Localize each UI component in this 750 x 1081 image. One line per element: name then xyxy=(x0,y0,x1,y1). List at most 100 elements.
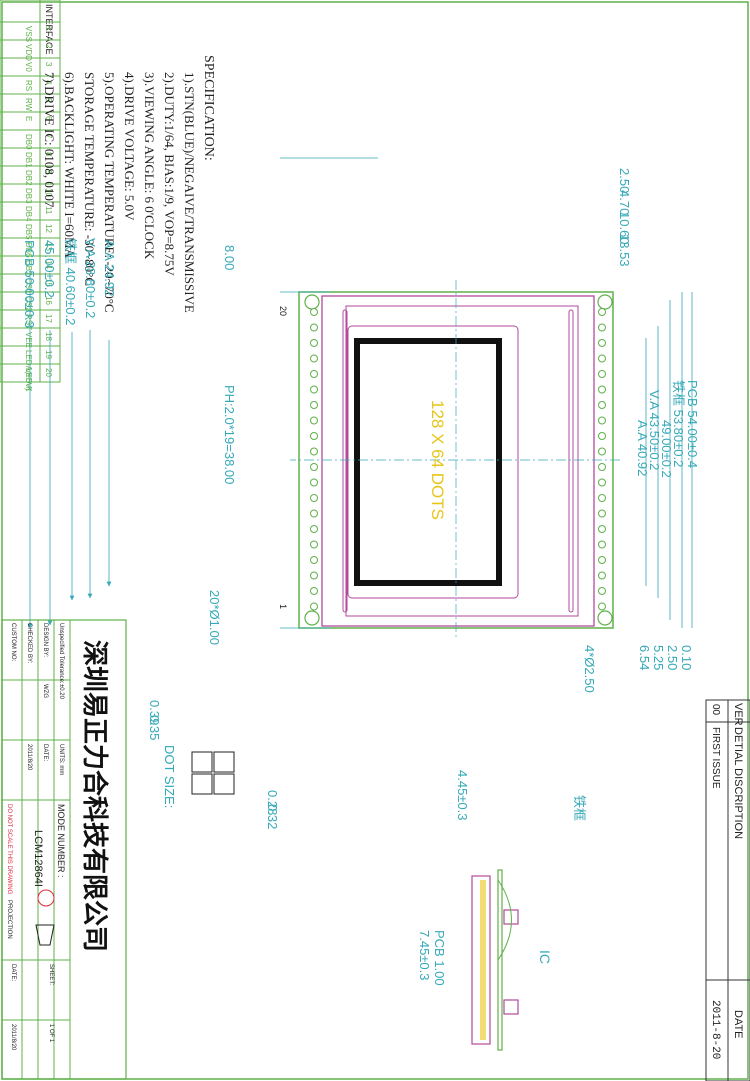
dim-13-53: 13.53 xyxy=(617,234,632,267)
tb-sheet-value: 1 OF 1 xyxy=(48,1024,54,1043)
tb-mode-value: LCM12864I xyxy=(32,830,44,887)
pin-hole xyxy=(598,447,606,456)
spec-item: 4).DRIVE VOLTAGE: 5.0V xyxy=(122,72,137,221)
tb-date2-value: 2011/8/20 xyxy=(10,1024,16,1051)
front-view: 20 1 128 X 64 DOTS xyxy=(278,280,620,640)
dim-pitch: PH:2.0*19=38.00 xyxy=(222,385,237,484)
pin-hole xyxy=(310,370,318,378)
viewing-area xyxy=(347,325,519,599)
interface-pin-no: 4 xyxy=(44,80,53,85)
dim-5-25: 5.25 xyxy=(651,645,666,670)
side-7-45: 7.45±0.3 xyxy=(417,930,432,981)
dot-size-detail: 0.39 0.35 0.28 0.32 DOT SIZE: xyxy=(147,700,280,829)
pin-hole xyxy=(310,323,318,332)
dim-b-2-50: 2.50 xyxy=(665,645,680,670)
dim-pcb-height: PCB 54.00±0.4 xyxy=(685,380,700,468)
spec-item: 3).VIEWING ANGLE: 6 0'CLOCK xyxy=(142,72,157,260)
spec-item: STORAGE TEMPERATURE: -30~80°C xyxy=(82,72,97,286)
dim-8-00: 8.00 xyxy=(222,245,237,270)
dim-6-54: 6.54 xyxy=(637,645,652,670)
rev-desc-header: DETIAL DISCRIPTION xyxy=(732,727,744,839)
specification-block: SPECIFICATION: 1).STN(BLUE)/NEGAIVE/TRAN… xyxy=(42,55,216,313)
dim-frame-inner-height: 49.00±0.2 xyxy=(659,420,674,478)
company-name: 深圳易正力合科技有限公司 xyxy=(80,640,110,952)
pin-hole xyxy=(598,587,606,595)
interface-pin-name: LEDA(+5V) xyxy=(24,350,33,391)
tb-design-label: DESIGN BY: xyxy=(42,623,48,657)
pin-hole xyxy=(598,602,606,611)
interface-header: INTERFACE xyxy=(44,4,54,55)
tb-no-scale: DO NOT SCALE THIS DRAWING xyxy=(6,804,12,895)
interface-pin-name: DB1 xyxy=(24,152,33,168)
dim-frame-outer-width: 45.00±0.2 xyxy=(42,240,57,298)
pin-hole xyxy=(310,556,318,564)
pin-hole xyxy=(598,571,606,580)
interface-pin-no: 14 xyxy=(44,260,53,269)
dot-0-35: 0.35 xyxy=(147,715,162,740)
dim-va-width: V.A 28.80±0.2 xyxy=(83,238,98,318)
dim-0-10: 0.10 xyxy=(679,645,694,670)
pin-hole xyxy=(598,401,606,409)
interface-pin-no: 5 xyxy=(44,98,53,103)
dot-0-32: 0.32 xyxy=(265,804,280,829)
tb-sheet-label: SHEET: xyxy=(48,964,54,985)
dim-va-height: V.A 43.50±0.2 xyxy=(647,390,662,470)
pin-hole xyxy=(598,494,606,502)
metal-frame xyxy=(321,295,595,627)
interface-pin-name: RW xyxy=(24,98,33,112)
pin-hole xyxy=(598,323,606,332)
dim-frame-height: 铁框 53.80±0.2 xyxy=(671,380,686,467)
tb-date-value: 2011/8/20 xyxy=(26,744,32,771)
interface-pin-name: LED-K xyxy=(24,368,33,392)
interface-pin-no: 10 xyxy=(44,188,53,197)
interface-pin-name: VDD xyxy=(24,44,33,61)
dim-frame-width: 铁框 40.60±0.2 xyxy=(63,238,78,325)
pin-hole xyxy=(310,308,318,316)
interface-pin-name: RS xyxy=(24,80,33,91)
interface-pin-name: DB6 xyxy=(24,242,33,258)
title-block: 深圳易正力合科技有限公司 Unspecified Tolerance: DESI… xyxy=(1,619,127,1080)
interface-pin-name: VEE xyxy=(24,332,33,348)
side-pcb-thickness: PCB 1.00 xyxy=(432,930,447,986)
interface-pin-no: 8 xyxy=(44,152,53,157)
spec-title: SPECIFICATION: xyxy=(201,55,216,161)
interface-pin-no: 2 xyxy=(44,44,53,49)
interface-pin-no: 20 xyxy=(44,368,53,377)
pin-hole xyxy=(310,463,318,471)
pin-hole xyxy=(310,525,318,533)
spec-item: 6).BACKLIGHT: WHITE I=60MA xyxy=(62,72,77,259)
pin-hole xyxy=(598,478,606,487)
interface-pin-name: RST xyxy=(24,314,33,330)
interface-pin-name: CS2 xyxy=(24,296,33,312)
tb-date2-label: DATE: xyxy=(10,964,16,982)
interface-pin-no: 6 xyxy=(44,116,53,121)
interface-pin-no: 7 xyxy=(44,134,53,139)
interface-pin-no: 11 xyxy=(44,206,53,215)
pin-hole xyxy=(310,416,318,425)
pin-hole xyxy=(310,354,318,363)
interface-pin-no: 12 xyxy=(44,224,53,233)
rev-desc: FIRST ISSUE xyxy=(710,727,721,789)
interface-pin-name: V0 xyxy=(24,62,33,72)
interface-pin-name: DB5 xyxy=(24,224,33,240)
tb-checked-label: CHECKED BY: xyxy=(26,623,32,664)
tb-design-value: WZG xyxy=(42,684,48,698)
dim-4-70: 4.70 xyxy=(617,190,632,215)
pin-hole xyxy=(310,509,318,518)
pin-hole xyxy=(598,509,606,518)
height-dimensions: PCB 54.00±0.4 铁框 53.80±0.2 49.00±0.2 V.A… xyxy=(582,292,700,693)
side-4-45: 4.45±0.3 xyxy=(455,770,470,821)
dim-aa-width: A.A 24.92 xyxy=(102,240,117,296)
pin-hole xyxy=(598,385,606,394)
interface-pin-no: 17 xyxy=(44,314,53,323)
pin-hole xyxy=(310,339,318,347)
interface-pin-no: 19 xyxy=(44,350,53,359)
frame-inner xyxy=(345,305,579,617)
interface-pin-name: VSS xyxy=(24,26,33,42)
pin-1-label: 1 xyxy=(278,604,288,609)
pin-hole xyxy=(310,447,318,456)
pin-hole xyxy=(598,525,606,533)
